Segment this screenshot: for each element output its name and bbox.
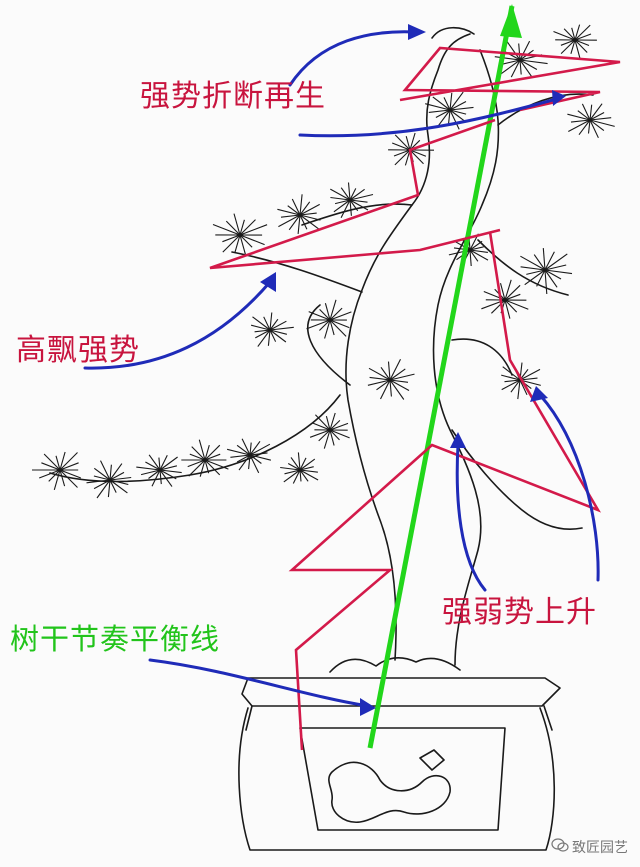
rhythm-balance-line — [367, 5, 515, 749]
trunk-right — [432, 49, 500, 666]
watermark-text: 致匠园艺 — [572, 840, 628, 856]
arrow-weak-rise-1 — [455, 443, 487, 592]
watermark: 致匠园艺 — [551, 837, 628, 857]
label-rhythm-line: 树干节奏平衡线 — [10, 622, 221, 656]
pot-panel — [299, 727, 506, 831]
label-break-regrow: 强势折断再生 — [140, 79, 326, 114]
arrow-break-2 — [298, 96, 562, 138]
rhythm-arrow-head — [500, 4, 522, 38]
wechat-logo-icon — [551, 838, 569, 856]
trunk-left — [345, 33, 471, 661]
label-weak-rise: 强弱势上升 — [442, 595, 597, 630]
arrow-weak-rise-2 — [538, 393, 600, 582]
zigzag-lower — [288, 231, 602, 751]
pot-rim — [241, 677, 561, 707]
label-high-float: 高飘强势 — [16, 333, 140, 368]
arrow-break-1 — [288, 30, 417, 87]
zigzag-top — [399, 46, 621, 112]
pot-body — [238, 707, 556, 851]
arrow-rhythm — [148, 658, 370, 708]
pot-carving — [328, 761, 451, 823]
arrow-high-float — [83, 280, 272, 370]
zigzag-crown — [209, 118, 501, 270]
